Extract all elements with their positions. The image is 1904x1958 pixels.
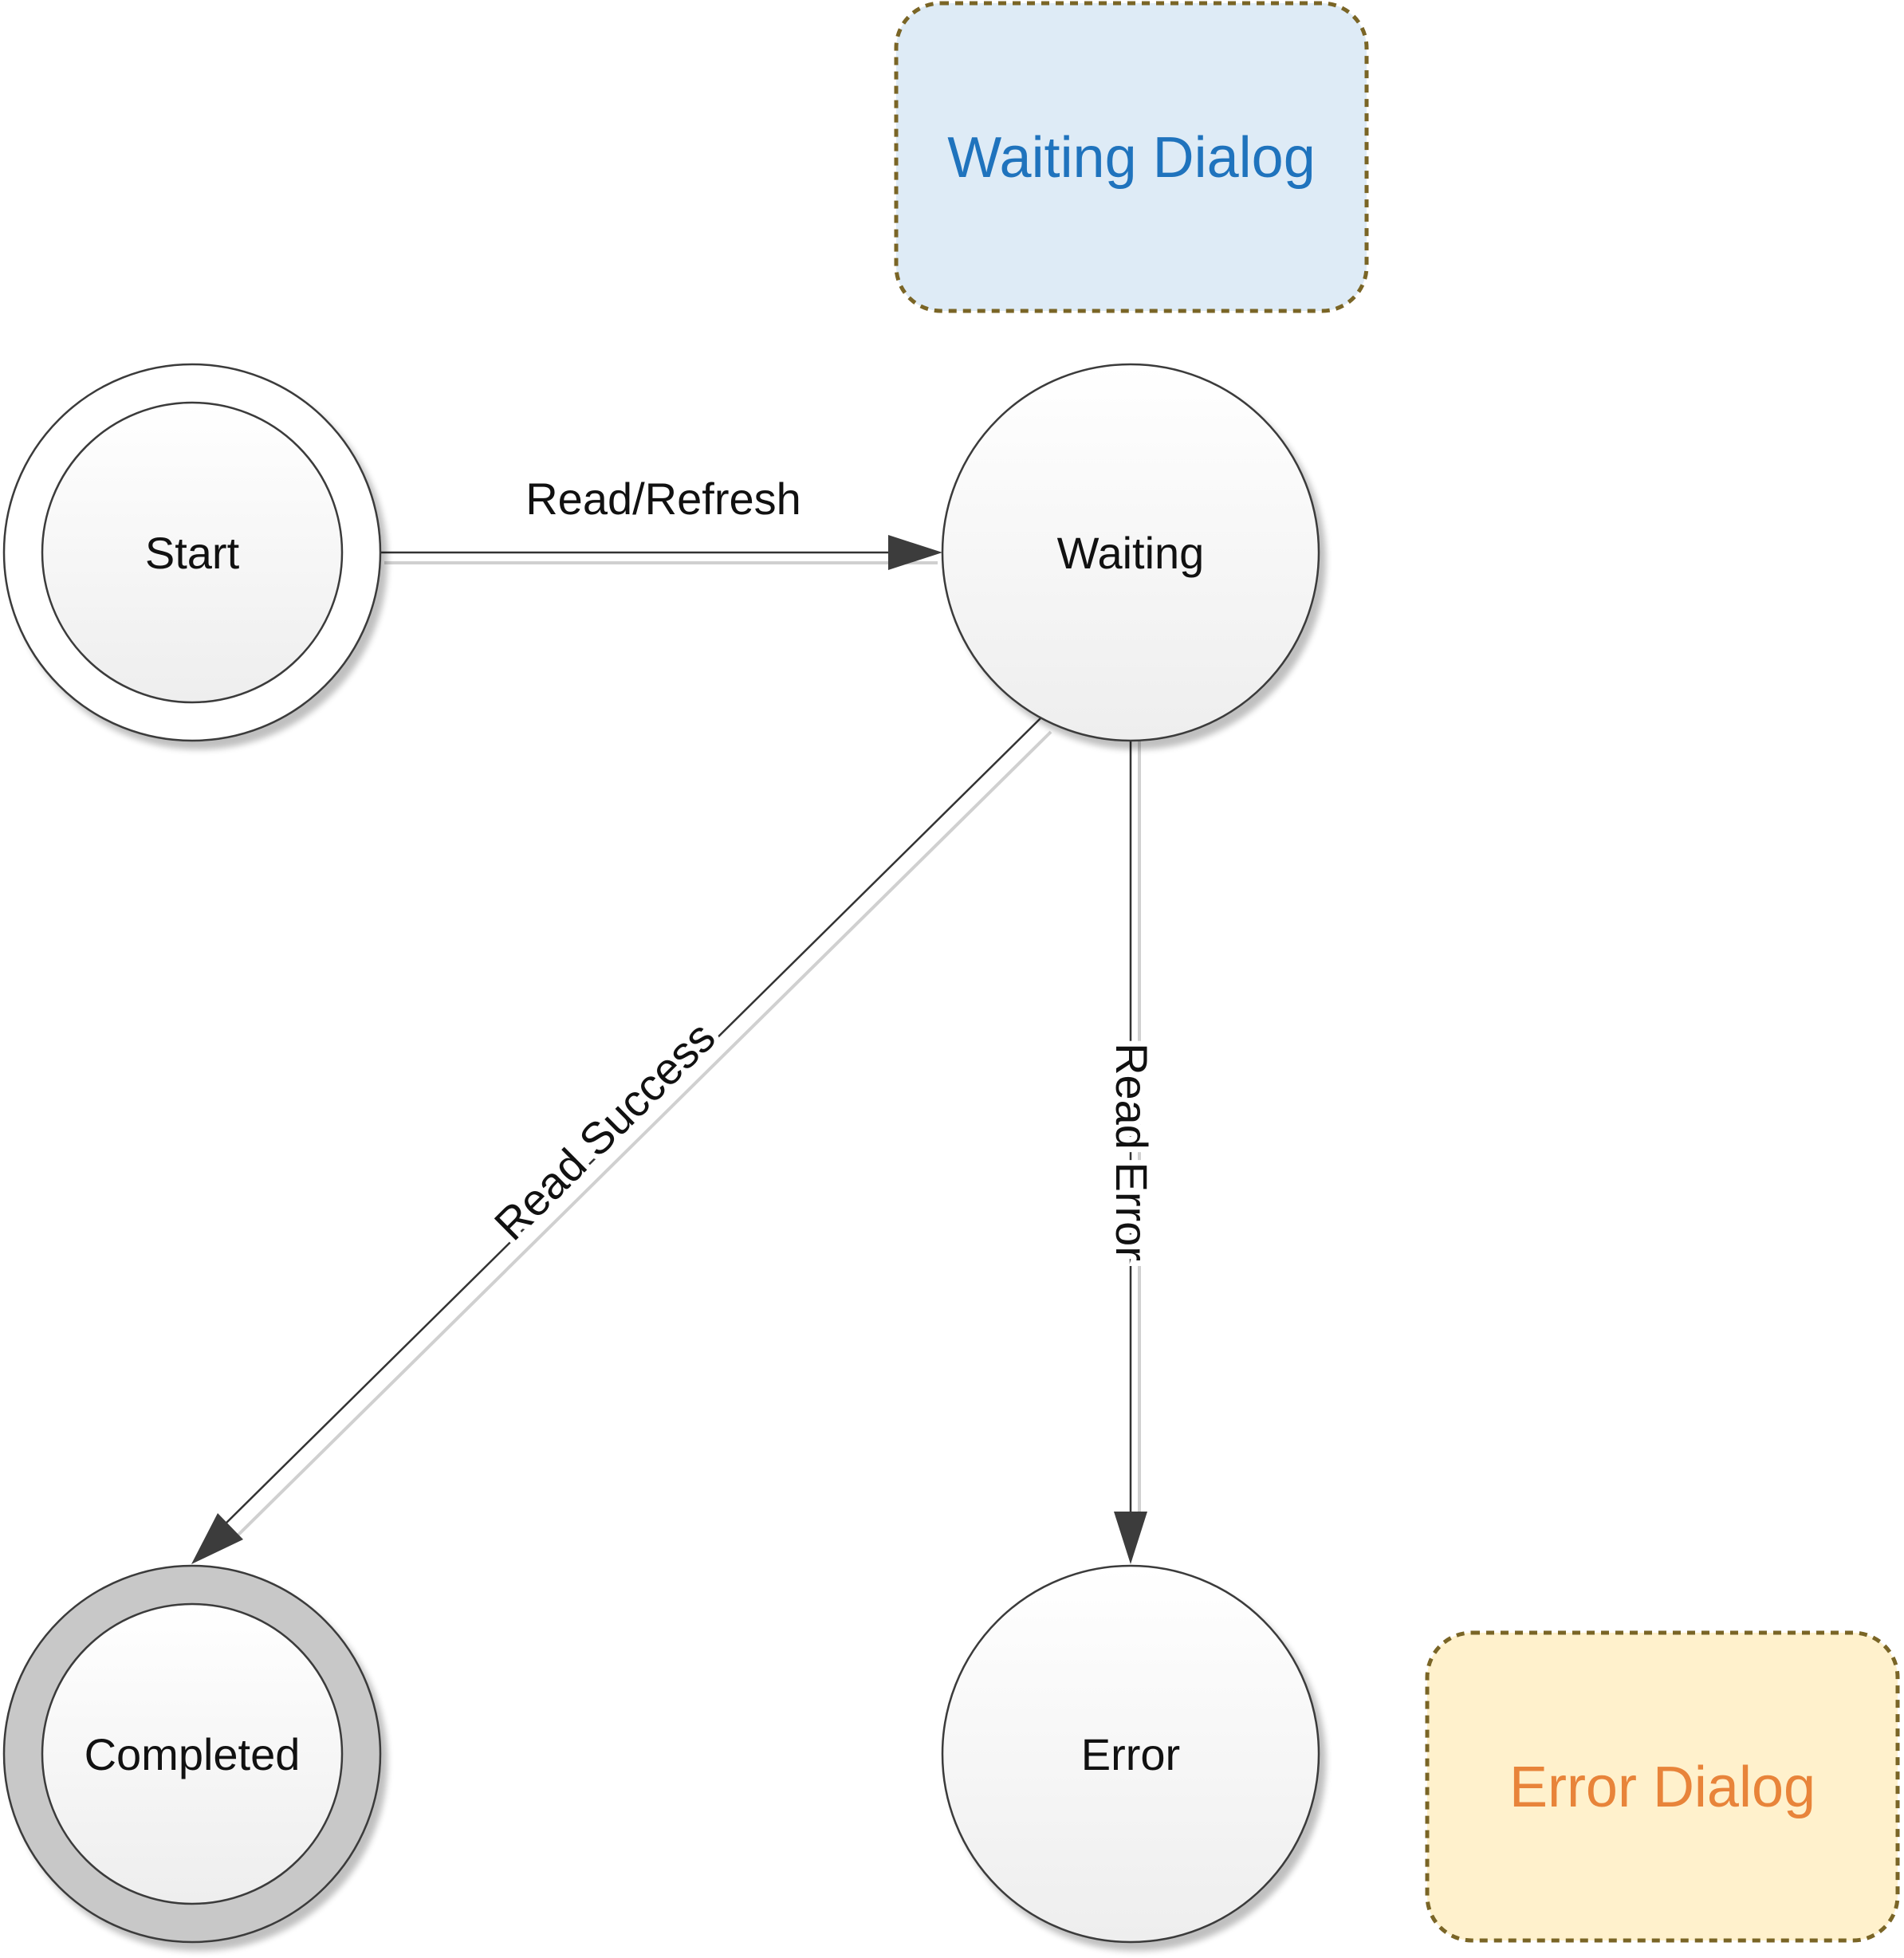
arrowhead-waiting — [888, 535, 942, 570]
waiting-dialog: Waiting Dialog — [894, 1, 1369, 313]
edge-waiting-to-completed — [224, 717, 1042, 1525]
state-start-inner — [41, 401, 344, 704]
transition-read-refresh: Read/Refresh — [381, 474, 942, 570]
state-error-circle — [941, 1564, 1320, 1944]
edge-label-read-refresh: Read/Refresh — [525, 474, 801, 524]
state-waiting — [941, 363, 1320, 742]
state-completed — [2, 1564, 382, 1944]
waiting-dialog-box — [894, 1, 1369, 313]
transition-read-success: Read Success — [191, 717, 1052, 1564]
state-waiting-label: Waiting — [1057, 528, 1205, 578]
state-waiting-circle — [941, 363, 1320, 742]
error-dialog: Error Dialog — [1425, 1630, 1900, 1943]
transition-read-error: Read Error — [1101, 740, 1162, 1564]
waiting-dialog-label: Waiting Dialog — [947, 126, 1316, 190]
state-error-label: Error — [1081, 1729, 1180, 1779]
state-completed-label: Completed — [85, 1729, 301, 1779]
edge-label-read-error: Read Error — [1107, 1043, 1157, 1261]
state-start-label: Start — [145, 528, 240, 578]
arrowhead-completed — [191, 1513, 243, 1564]
arrowhead-error — [1114, 1512, 1147, 1564]
state-start — [2, 363, 382, 742]
state-error — [941, 1564, 1320, 1944]
error-dialog-box — [1425, 1630, 1900, 1943]
state-completed-inner — [41, 1602, 344, 1905]
error-dialog-label: Error Dialog — [1509, 1756, 1815, 1819]
